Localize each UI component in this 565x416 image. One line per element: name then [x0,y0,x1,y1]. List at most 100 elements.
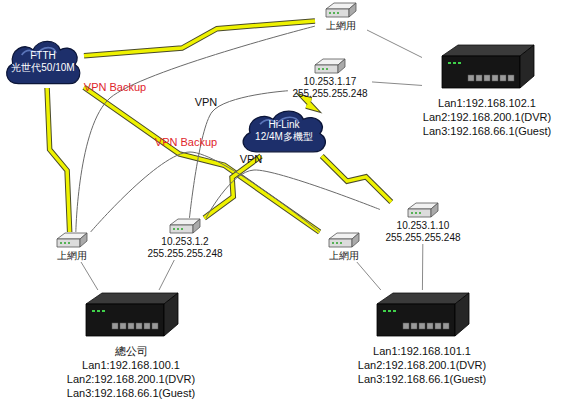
modem-node: 上網用 [315,2,367,32]
lightning-link [304,98,314,108]
modem-front [326,9,349,17]
modem-led [332,242,334,244]
lan-cable [159,260,174,290]
lightning-outline [47,88,70,232]
modem-led [68,242,70,244]
modem-node: 上網用 [318,232,370,262]
node-text: FTTH [30,50,56,62]
lan-cable [81,262,98,290]
lightning-link [84,21,315,56]
node-text: Lan1:192.168.101.1 [352,344,492,358]
node-text: Lan3:192.168.66.1(Guest) [422,124,552,138]
modem-side [349,3,356,17]
router-port [476,75,482,81]
node-text: Hi-Link [268,119,299,131]
modem-led [326,68,328,70]
network-cloud: FTTH光世代50/10M [2,36,84,88]
modem-led [337,12,339,14]
vpn-line [91,152,320,232]
node-text: Lan1:192.168.102.1 [422,96,552,110]
router-icon [82,290,180,344]
modem-led [340,242,342,244]
router-led [102,310,105,312]
router-port [427,323,433,329]
modem-icon [327,232,361,250]
modem-icon [324,2,358,20]
router-port [500,75,506,81]
edge-label: VPN [195,96,218,108]
router-led [448,62,451,64]
lightning-bolt [84,21,315,56]
vpn-tunnel [91,152,320,232]
lightning-outline [304,98,314,108]
edge-label: VPN Backup [155,136,217,148]
router-side [520,45,534,88]
node-text: Lan2:192.168.200.1(DVR) [422,110,552,124]
lightning-outline [84,87,320,232]
router-port [144,323,150,329]
lan-cable [367,30,422,58]
lightning-bolt [204,156,261,218]
modem-front [329,239,352,247]
modem-front [408,209,431,217]
node-text: Lan1:192.168.100.1 [56,358,206,372]
router-led [383,310,386,312]
router-port [403,323,409,329]
node-text: 光世代50/10M [11,62,74,74]
router-port [411,323,417,329]
modem-node: 上網用 [46,232,98,262]
router-front [442,56,520,88]
router-led [92,310,95,312]
node-text: Lan3:192.168.66.1(Guest) [352,372,492,386]
modem-icon [168,218,202,236]
modem-led [411,212,413,214]
router-top [377,293,469,304]
lan-cable [422,244,423,290]
modem-led [322,68,324,70]
lightning-bolt [322,156,392,202]
router-side [164,293,178,336]
vpn-line [189,91,288,218]
lightning-link [84,87,320,232]
node-text: 上網用 [315,20,367,32]
router-led [458,62,461,64]
modem-icon [406,202,440,220]
node-text: 上網用 [46,250,98,262]
modem-led [333,12,335,14]
vpn-line [206,170,380,218]
router-port [152,323,158,329]
router-port [120,323,126,329]
node-text: 總公司 [56,344,206,358]
node-text: 255.255.255.248 [288,88,372,100]
node-text: 255.255.255.248 [380,232,466,244]
router-port [484,75,490,81]
edge-label: VPN [240,153,263,165]
router-icon [438,42,536,96]
router-port [128,323,134,329]
modem-led [60,242,62,244]
edge-label: VPN Backup [84,81,146,93]
modem-side [352,233,359,247]
cable-line [367,30,422,58]
modem-led [336,242,338,244]
node-text: 255.255.255.248 [140,248,230,260]
lan-cable [372,82,422,86]
lan-cable [357,262,381,290]
node-text: Lan2:192.168.200.1(DVR) [352,358,492,372]
vpn-tunnel [189,91,288,218]
router-front [377,304,455,336]
lightning-outline [84,21,315,56]
router-led [388,310,391,312]
node-text: Lan3:192.168.66.1(Guest) [56,386,206,400]
modem-side [193,219,200,233]
node-text: 10.253.1.17 [288,76,372,88]
modem-led [181,228,183,230]
modem-led [415,212,417,214]
router-port [492,75,498,81]
cable-line [372,82,422,86]
lightning-bolt [304,98,314,108]
node-text: 10.253.1.10 [380,220,466,232]
modem-front [315,65,338,73]
modem-node: 10.253.1.17255.255.255.248 [288,58,372,100]
